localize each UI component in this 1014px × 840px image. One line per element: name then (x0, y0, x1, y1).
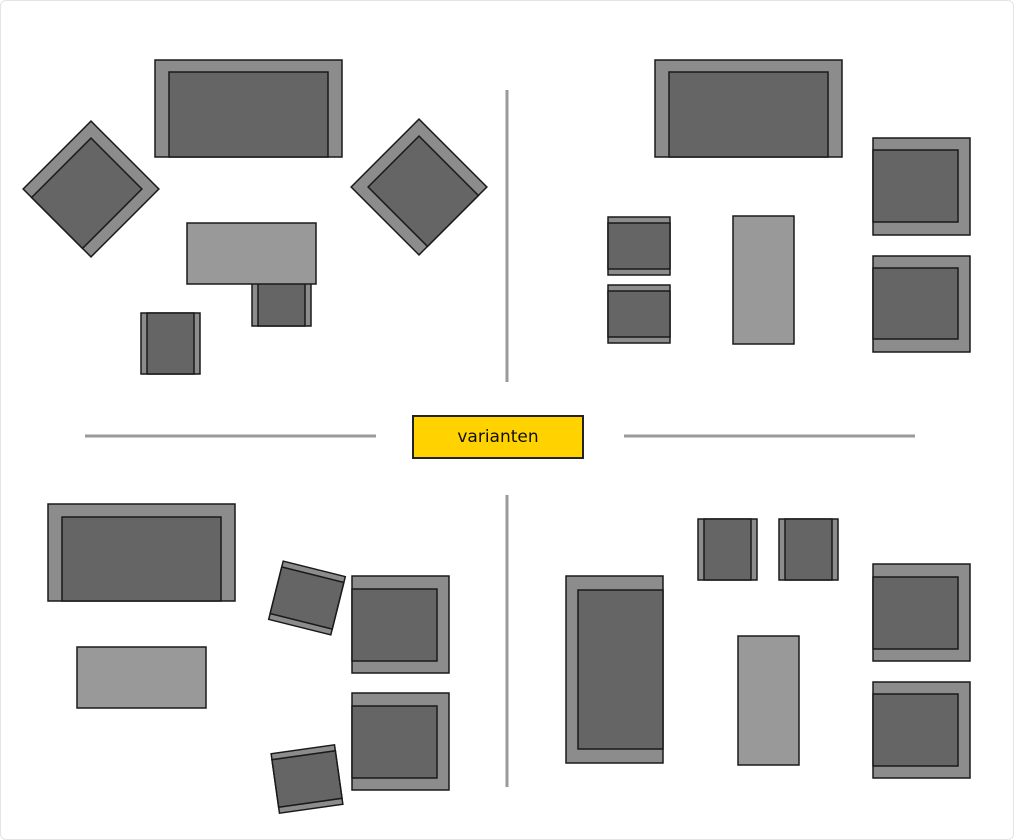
stool-rotated (270, 743, 344, 815)
variant-bottom-right (565, 518, 971, 779)
variant-bottom-left (47, 503, 450, 815)
stool (607, 284, 671, 344)
sofa (47, 503, 236, 602)
armchair (872, 137, 971, 236)
stool (697, 518, 758, 581)
variant-top-right (607, 59, 971, 353)
armchair-left-rotated (22, 120, 160, 258)
sofa (565, 575, 664, 764)
coffee-table (186, 222, 317, 285)
sofa (154, 59, 343, 158)
stool (778, 518, 839, 581)
armchair (872, 563, 971, 662)
coffee-table (732, 215, 795, 345)
variant-top-left (22, 59, 488, 375)
stool (140, 312, 201, 375)
stool (607, 216, 671, 276)
sofa (654, 59, 843, 158)
armchair (351, 575, 450, 674)
variants-label: varianten (412, 415, 584, 459)
armchair-right-rotated (350, 118, 488, 256)
coffee-table (76, 646, 207, 709)
stool-rotated (267, 560, 347, 636)
coffee-table (737, 635, 800, 766)
armchair (872, 681, 971, 779)
armchair (872, 255, 971, 353)
armchair (351, 692, 450, 791)
stool (251, 282, 312, 327)
